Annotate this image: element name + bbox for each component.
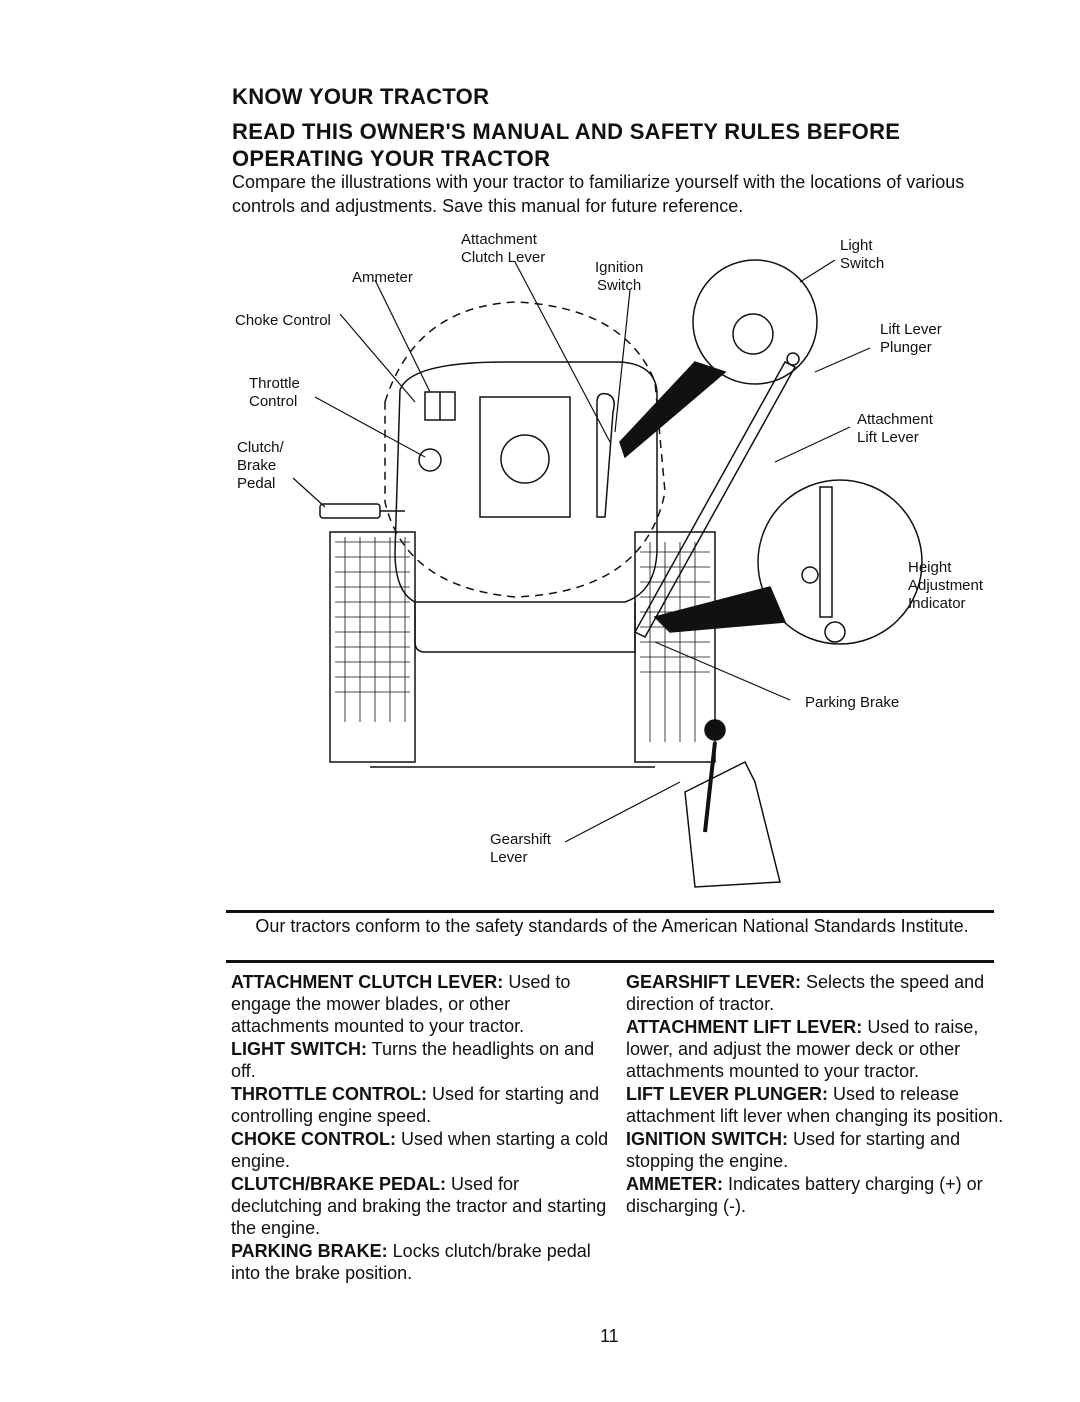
section-subheading: READ THIS OWNER'S MANUAL AND SAFETY RULE… [232,119,901,171]
label-lift-lever-plunger-2: Plunger [880,339,932,356]
lower-body [414,602,636,653]
label-attachment-lift-lever-2: Lift Lever [857,429,919,446]
label-parking-brake: Parking Brake [805,694,899,711]
description-entry: LIGHT SWITCH: Turns the headlights on an… [231,1039,595,1081]
tire-tread-left [335,537,410,722]
description-entry: AMMETER: Indicates battery charging (+) … [626,1174,983,1216]
label-ignition-switch-2: Switch [597,277,641,294]
label-attachment-clutch-lever-1: Attachment [461,231,538,248]
label-ammeter: Ammeter [352,269,413,286]
label-attachment-clutch-lever-2: Clutch Lever [461,249,545,266]
tractor-controls-diagram: Attachment Clutch Lever Ammeter Ignition… [235,231,984,888]
gearshift-gate [684,760,781,888]
label-choke-control: Choke Control [235,312,331,329]
label-light-switch-2: Switch [840,255,884,272]
intro-paragraph: Compare the illustrations with your trac… [232,172,965,216]
label-ignition-switch-1: Ignition [595,259,643,276]
gearshift-lever [703,741,717,833]
description-entry: ATTACHMENT LIFT LEVER: Used to raise, lo… [626,1017,979,1081]
attachment-lift-lever [633,361,797,638]
label-height-adjustment-indicator-2: Adjustment [908,577,984,594]
tractor-body-outline [394,361,658,603]
label-gearshift-lever-2: Lever [490,849,528,866]
description-entry: IGNITION SWITCH: Used for starting and s… [626,1129,961,1171]
description-entry: GEARSHIFT LEVER: Selects the speed and d… [626,972,985,1014]
description-entry: PARKING BRAKE: Locks clutch/brake pedal … [231,1241,591,1283]
center-gauge [500,434,550,484]
description-entry: LIFT LEVER PLUNGER: Used to release atta… [626,1084,1004,1126]
height-indicator-callout [757,479,923,645]
attachment-clutch-slot [596,392,615,518]
divider-top [226,910,994,913]
label-attachment-lift-lever-1: Attachment [857,411,934,428]
description-entry: ATTACHMENT CLUTCH LEVER: Used to engage … [231,972,571,1036]
descriptions-right-column: GEARSHIFT LEVER: Selects the speed and d… [626,971,1006,1218]
label-height-adjustment-indicator-1: Height [908,559,952,576]
ignition-detail-callout [692,259,818,385]
fender-left [329,531,416,763]
page-number: 11 [600,1326,619,1346]
ansi-notice: Our tractors conform to the safety stand… [255,916,969,936]
description-entry: THROTTLE CONTROL: Used for starting and … [231,1084,600,1126]
section-heading: KNOW YOUR TRACTOR [232,84,490,109]
clutch-brake-pedal [319,503,381,519]
fender-right [634,531,716,763]
descriptions-left-column: ATTACHMENT CLUTCH LEVER: Used to engage … [231,971,611,1285]
center-panel [479,396,571,518]
label-clutch-brake-pedal-1: Clutch/ [237,439,285,456]
description-entry: CLUTCH/BRAKE PEDAL: Used for declutching… [231,1174,607,1238]
label-throttle-control-2: Control [249,393,297,410]
label-clutch-brake-pedal-3: Pedal [237,475,275,492]
label-lift-lever-plunger-1: Lift Lever [880,321,942,338]
description-entry: CHOKE CONTROL: Used when starting a cold… [231,1129,609,1171]
ammeter-gauge [418,448,442,472]
label-clutch-brake-pedal-2: Brake [237,457,276,474]
label-height-adjustment-indicator-3: Indicator [908,595,966,612]
label-light-switch-1: Light [840,237,873,254]
lift-lever-plunger [786,352,800,366]
divider-bottom [226,960,994,963]
label-throttle-control-1: Throttle [249,375,300,392]
label-gearshift-lever-1: Gearshift [490,831,552,848]
tire-tread-right [640,542,710,742]
